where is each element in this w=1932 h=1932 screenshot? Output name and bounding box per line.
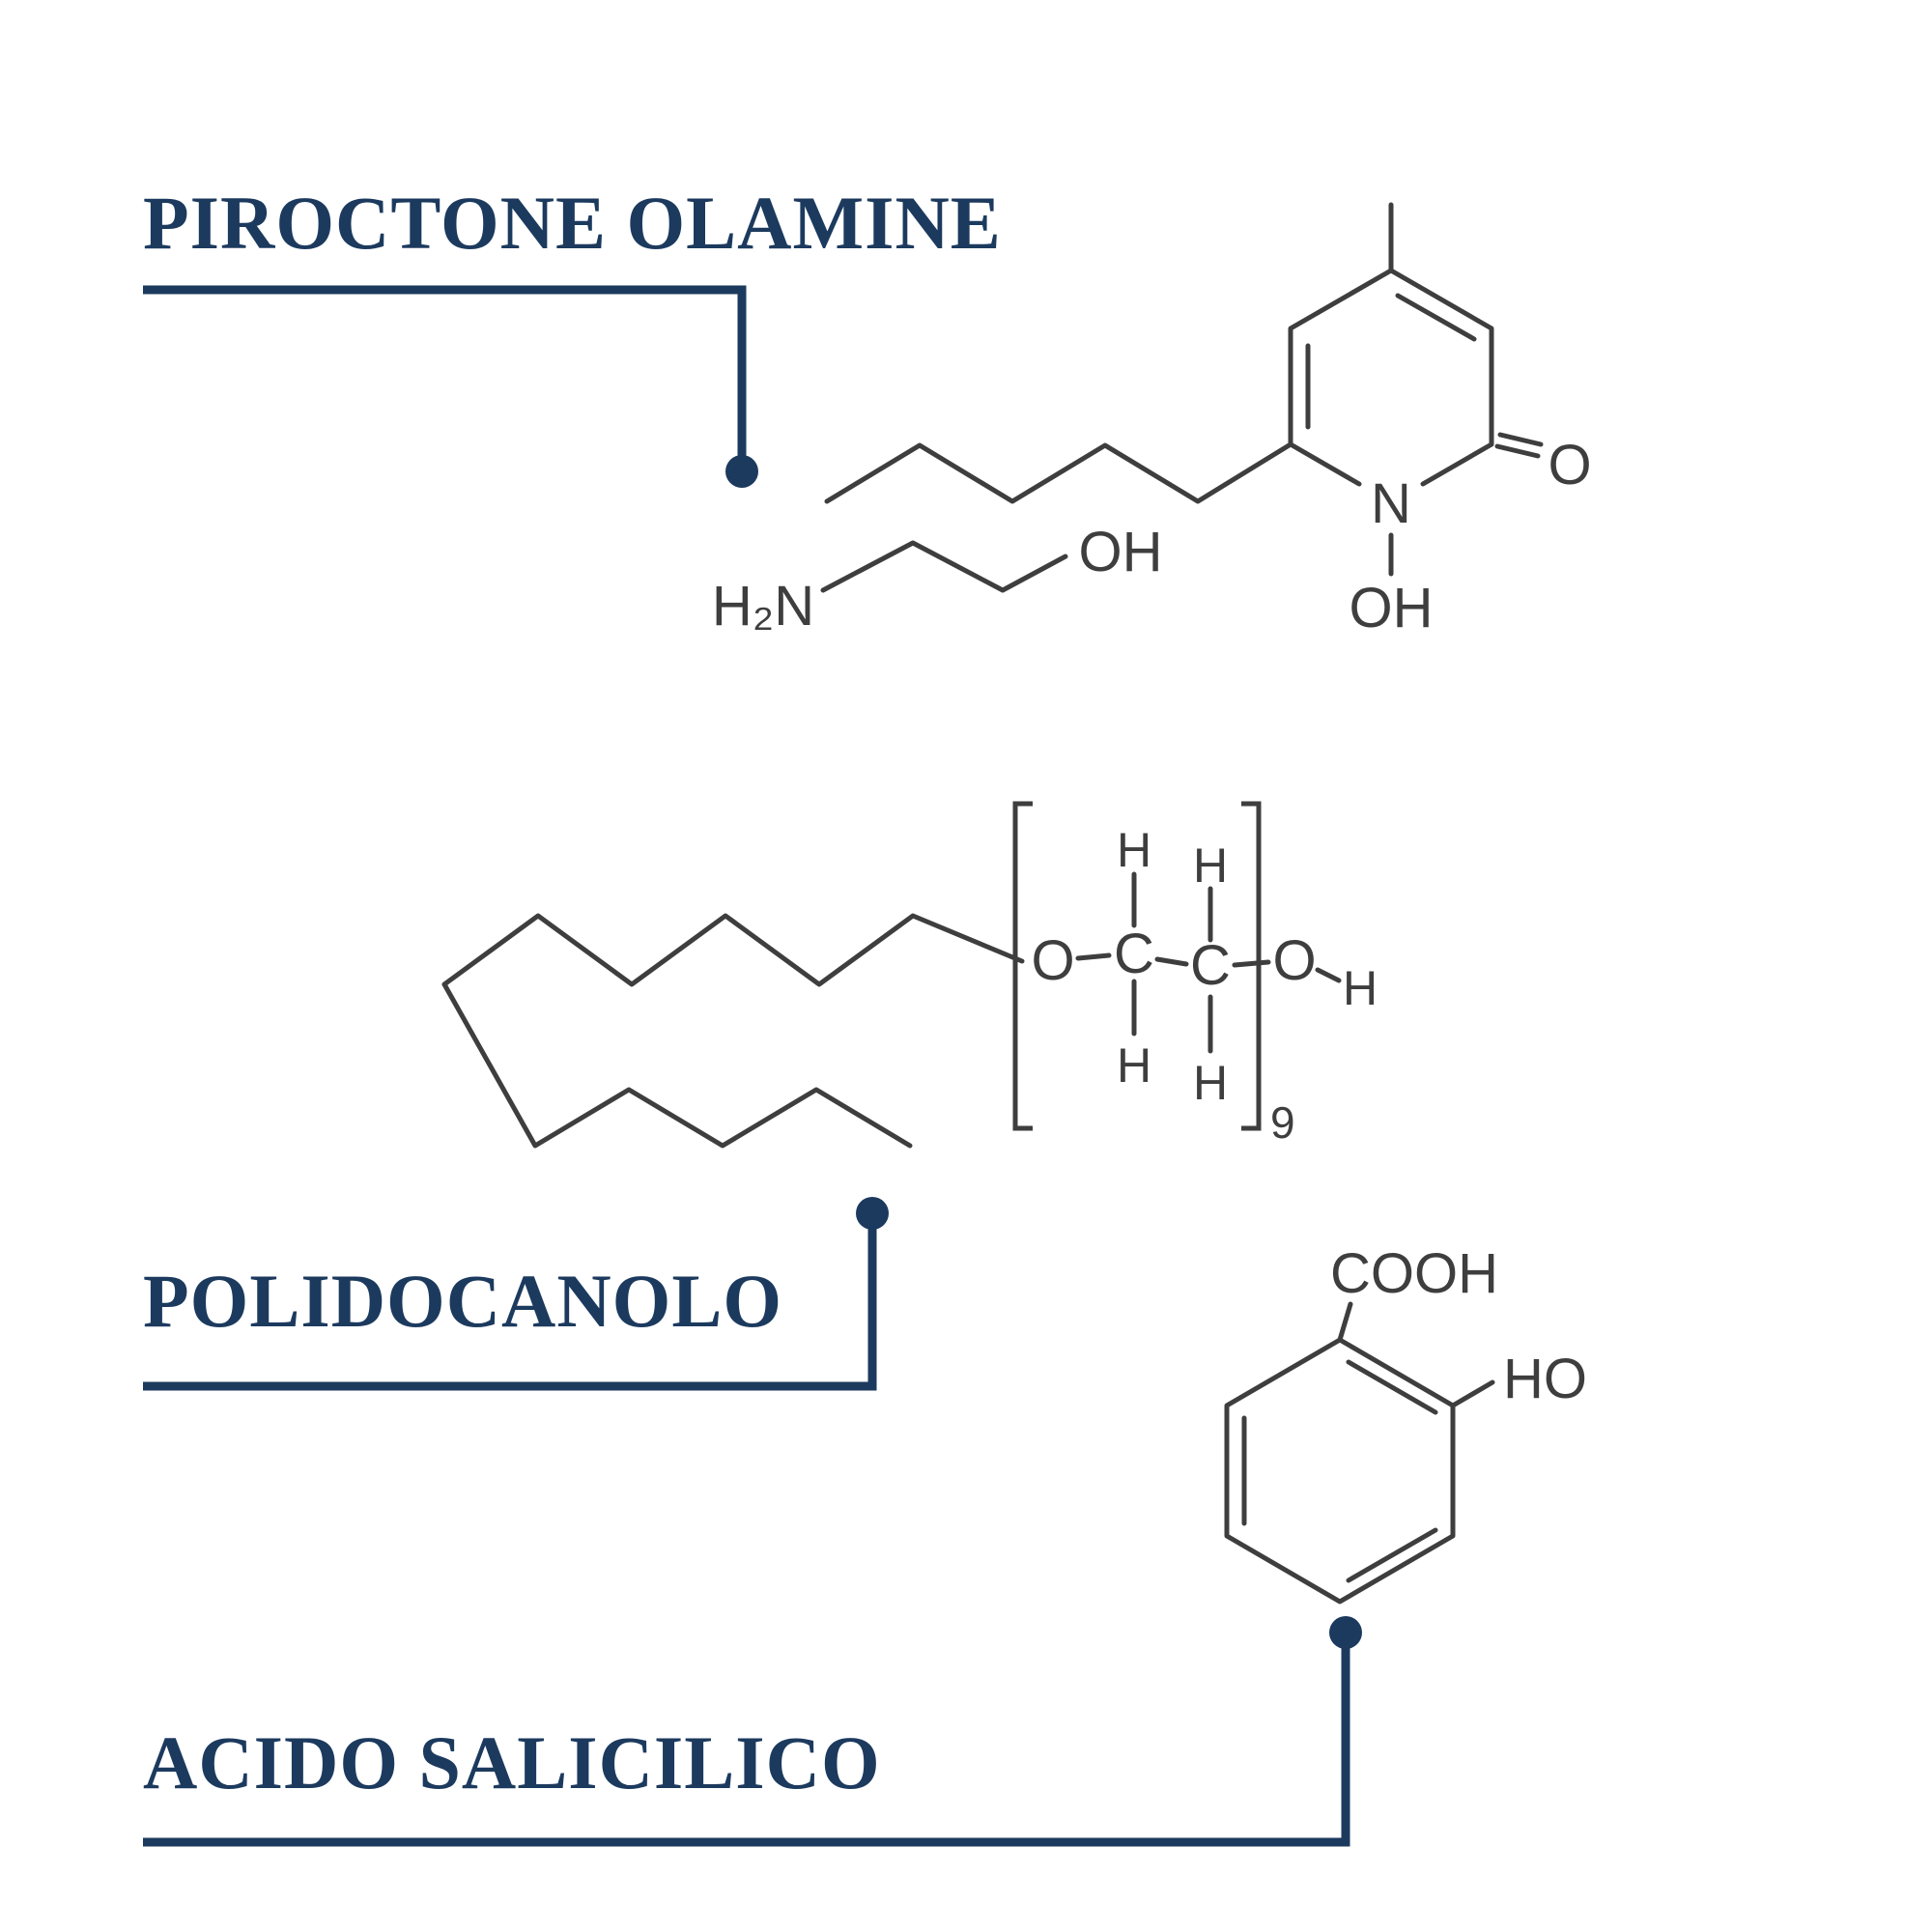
acido-connector-line [143,1640,1350,1847]
acido-salicilico-label: ACIDO SALICILICO [143,1720,881,1804]
piroctone-connector [143,285,758,488]
piroctone-olamine-structure: N O OH H₂N OH [712,202,1592,639]
left-bracket [1012,801,1033,1131]
benzene-double-bonds [1241,1359,1438,1583]
carbon-2-label: C [1190,934,1231,997]
peg-backbone-bonds [1075,952,1342,983]
ethanolamine-bonds [820,540,1068,593]
terminal-hydrogen-label: H [1343,961,1378,1015]
carbon-1-label: C [1114,923,1154,985]
hydrogen-label-top-2: H [1193,838,1228,893]
ethanolamine-hydroxyl-label: OH [1079,521,1163,583]
carboxyl-label: COOH [1330,1242,1498,1305]
carbonyl-double-bond [1494,432,1544,459]
benzene-ring-bonds [1224,1337,1456,1605]
hydroxyl-label: HO [1503,1348,1587,1410]
repeat-count-label: 9 [1270,1097,1295,1148]
ether-oxygen-label: O [1031,929,1074,992]
carbonyl-oxygen-label: O [1548,434,1591,497]
piroctone-connector-dot [725,455,758,488]
piroctone-olamine-label: PIROCTONE OLAMINE [143,181,1002,265]
acido-connector-dot [1329,1616,1362,1649]
pyridinone-ring-bonds [1288,268,1494,487]
polidocanolo-connector-dot [856,1197,889,1230]
acido-salicilico-connector [143,1616,1362,1847]
amine-label: H₂N [712,575,814,638]
n-hydroxyl-label: OH [1350,577,1434,639]
polidocanolo-connector [143,1197,889,1391]
hydrogen-label-bottom-2: H [1193,1056,1228,1110]
polidocanolo-structure: O C C O H H H H H 9 [441,801,1378,1149]
carboxyl-bond [1337,1301,1353,1343]
ring-nitrogen-label: N [1371,472,1411,535]
alkyl-chain-bonds [824,441,1293,504]
terminal-oxygen-label: O [1272,929,1316,992]
dodecyl-chain-top-bonds [441,913,1025,987]
hydrogen-label-bottom-1: H [1117,1038,1151,1093]
polidocanolo-connector-line [143,1221,877,1391]
hydroxyl-bond [1450,1379,1495,1408]
ch-bonds [1131,871,1213,1054]
polidocanolo-label: POLIDOCANOLO [143,1259,783,1343]
salicylic-acid-structure: COOH HO [1224,1242,1587,1605]
pyridinone-double-bonds [1305,293,1477,430]
right-bracket [1241,801,1262,1131]
hydrogen-label-top-1: H [1117,823,1151,877]
dodecyl-chain-bottom-bonds [441,981,913,1149]
piroctone-connector-line [143,285,747,462]
